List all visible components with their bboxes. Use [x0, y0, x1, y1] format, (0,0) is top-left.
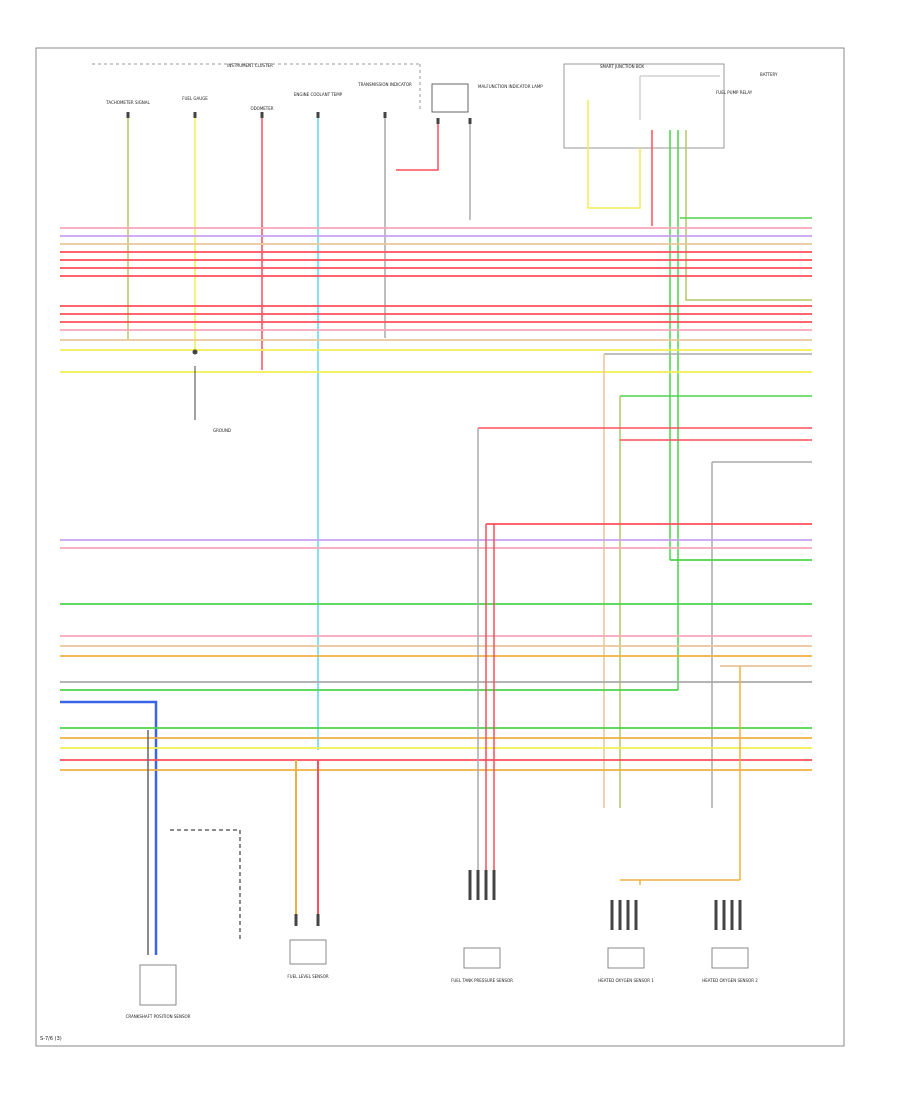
- crank-sensor-box: [139, 964, 177, 1006]
- component-engine-coolant-label: ENGINE COOLANT TEMP: [294, 92, 343, 97]
- component-odometer-label: ODOMETER: [250, 106, 273, 111]
- bus-wires-group-4: [60, 700, 812, 955]
- heated-oxygen-2-box: [711, 947, 749, 969]
- bottom-sensor-boxes: [139, 939, 749, 1006]
- bottom-sensor-labels: CRANKSHAFT POSITION SENSOR FUEL LEVEL SE…: [126, 974, 759, 1019]
- ground-g1: GROUND: [192, 349, 231, 433]
- component-malfunction-label: MALFUNCTION INDICATOR LAMP: [478, 84, 543, 89]
- fuse-box-label: SMART JUNCTION BOX: [600, 64, 644, 69]
- malfunction-relay-box: [431, 83, 469, 113]
- bus-wires-group-3: [60, 523, 812, 691]
- bottom-connector-pins: [294, 870, 742, 930]
- component-speedometer-label: TACHOMETER SIGNAL: [105, 100, 150, 105]
- component-indicator-label: TRANSMISSION INDICATOR: [357, 82, 412, 87]
- instrument-cluster-outline: INSTRUMENT CLUSTER: [92, 63, 421, 112]
- fuel-tank-pressure-label: FUEL TANK PRESSURE SENSOR: [451, 978, 513, 983]
- diagram-code: S-7/6 (3): [40, 1036, 62, 1042]
- right-side-wires: [478, 217, 812, 808]
- fuse-box: SMART JUNCTION BOX: [563, 63, 725, 149]
- top-connectors: [126, 112, 472, 124]
- diagram-border: [35, 47, 845, 1047]
- vertical-wires-bottom: [147, 428, 741, 955]
- component-battery-label: BATTERY: [760, 72, 778, 77]
- fuel-level-sensor-label: FUEL LEVEL SENSOR: [287, 974, 329, 979]
- top-component-labels: TACHOMETER SIGNAL FUEL GAUGE ODOMETER EN…: [105, 72, 778, 111]
- heated-oxygen-1-box: [607, 947, 645, 969]
- component-fuel-pump-relay-label: FUEL PUMP RELAY: [716, 90, 753, 95]
- ground-g1-label: GROUND: [213, 428, 231, 433]
- heated-oxygen-2-label: HEATED OXYGEN SENSOR 2: [702, 978, 758, 983]
- bus-wires-group-2: [60, 305, 812, 373]
- vertical-wires-top: [127, 100, 812, 750]
- crank-sensor-label: CRANKSHAFT POSITION SENSOR: [126, 1014, 191, 1019]
- bus-wires-group-1: [60, 227, 812, 277]
- component-fuel-gauge-label: FUEL GAUGE: [182, 96, 208, 101]
- heated-oxygen-1-label: HEATED OXYGEN SENSOR 1: [598, 978, 654, 983]
- fuel-tank-pressure-box: [463, 947, 501, 969]
- instrument-cluster-label: INSTRUMENT CLUSTER: [227, 63, 273, 68]
- fuel-level-sensor-box: [289, 939, 327, 965]
